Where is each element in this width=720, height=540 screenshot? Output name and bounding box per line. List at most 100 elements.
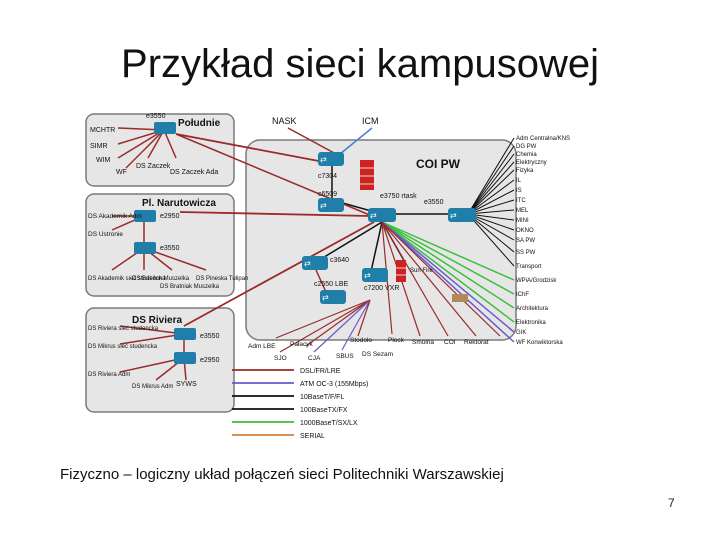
link-nask bbox=[287, 127, 337, 155]
switch-label: e3550 bbox=[160, 245, 180, 252]
node-label: DS Mikrus Adm bbox=[132, 384, 173, 390]
link-core-4 bbox=[315, 221, 383, 263]
right-node-label: OKNO bbox=[516, 228, 534, 234]
device-label: c7304 bbox=[318, 173, 337, 180]
group-box-poludnie bbox=[85, 113, 235, 187]
right-node-label: MEL bbox=[516, 208, 529, 214]
device-label: e3750 rtask bbox=[380, 193, 417, 200]
switch-label: e2950 bbox=[160, 213, 180, 220]
node-label: DS Riviera sieć studencka bbox=[88, 326, 159, 332]
switch-label: e2950 bbox=[200, 357, 220, 364]
right-node-label: IL bbox=[516, 178, 522, 184]
right-node-label: IChF bbox=[516, 292, 529, 298]
group-box-core bbox=[245, 139, 517, 341]
device-label: c2550 LBE bbox=[314, 281, 349, 288]
switch-poludnie bbox=[154, 122, 176, 134]
link-p6 bbox=[163, 129, 177, 159]
group-title-riviera: DS Riviera bbox=[132, 315, 182, 326]
group-title-core: COI PW bbox=[416, 157, 461, 171]
bottom-node-label: DS Sezam bbox=[362, 351, 393, 358]
group-title-narutowicza: Pl. Narutowicza bbox=[142, 198, 216, 209]
group-title-poludnie: Południe bbox=[178, 118, 221, 129]
link-p4 bbox=[125, 129, 165, 169]
node-label: DS Babilon Muszelka bbox=[132, 276, 190, 282]
legend-label: 100BaseTX/FX bbox=[300, 407, 348, 414]
svg-text:⇄: ⇄ bbox=[370, 211, 377, 220]
switch-c2550: ⇄ bbox=[320, 290, 346, 304]
right-node-label: Adm Centralna/KNS bbox=[516, 136, 570, 142]
node-label: DS Bratniak Muszelka bbox=[160, 284, 220, 290]
right-node-label: SA PW bbox=[516, 238, 535, 244]
legend-label: ATM OC-3 (155Mbps) bbox=[300, 381, 368, 388]
svg-text:⇄: ⇄ bbox=[322, 293, 329, 302]
link-riviera-core bbox=[183, 221, 375, 327]
link-narutowicza-core bbox=[179, 211, 371, 217]
group-box-narutowicza bbox=[85, 193, 235, 297]
firewall-icon bbox=[360, 160, 374, 190]
server-label: Sun Fire bbox=[410, 268, 433, 274]
svg-text:⇄: ⇄ bbox=[320, 201, 327, 210]
upstream-icm: ICM bbox=[362, 116, 379, 126]
slide-title: Przykład sieci kampusowej bbox=[121, 42, 599, 86]
node-label: SIMR bbox=[90, 143, 108, 150]
network-diagram: Południe Pl. Narutowicza DS Riviera COI … bbox=[85, 113, 570, 440]
right-node-label: SS PW bbox=[516, 250, 536, 256]
bottom-node-label: Rektorat bbox=[464, 339, 489, 346]
svg-text:⇄: ⇄ bbox=[364, 271, 371, 280]
bottom-node-label: Adm LBE bbox=[248, 343, 276, 350]
switch-c6509: ⇄ bbox=[318, 198, 344, 212]
switch-label: e3550 bbox=[146, 113, 166, 120]
right-node-label: DG PW bbox=[516, 144, 537, 150]
bottom-node-label: SBUS bbox=[336, 353, 354, 360]
node-label: MCHTR bbox=[90, 127, 115, 134]
link-r2 bbox=[119, 325, 185, 335]
bottom-node-label: COI bbox=[444, 339, 456, 346]
node-label: DS Zaczek bbox=[136, 163, 171, 170]
switch-c7304: ⇄ bbox=[318, 152, 344, 166]
switch-riviera-1 bbox=[174, 328, 196, 340]
link-core-6 bbox=[315, 269, 327, 293]
right-node-label: GIK bbox=[516, 330, 526, 336]
link-poludnie-core bbox=[175, 133, 325, 163]
right-node-label: Elektryczny bbox=[516, 160, 547, 166]
svg-text:⇄: ⇄ bbox=[304, 259, 311, 268]
right-fanout-links bbox=[381, 137, 515, 343]
legend-label: 1000BaseT/SX/LX bbox=[300, 420, 358, 427]
node-label: WF bbox=[116, 169, 127, 176]
link-p3 bbox=[117, 129, 165, 159]
legend-label: DSL/FR/LRE bbox=[300, 368, 341, 375]
switch-riviera-2 bbox=[174, 352, 196, 364]
bottom-node-label: Smolna bbox=[412, 339, 434, 346]
link-icm bbox=[339, 127, 373, 155]
right-node-label: Transport bbox=[516, 264, 542, 270]
bottom-node-label: Stodoło bbox=[350, 337, 372, 344]
node-label: DS Akademik sieć studencka bbox=[88, 276, 166, 282]
node-label: SYWS bbox=[176, 381, 197, 388]
svg-text:⇄: ⇄ bbox=[450, 211, 457, 220]
right-node-label: ITC bbox=[516, 198, 526, 204]
right-node-label: Elektronika bbox=[516, 320, 546, 326]
node-label: DS Riviera Adm bbox=[88, 372, 130, 378]
device-label: c6509 bbox=[318, 191, 337, 198]
node-label: DS Ustronie bbox=[88, 231, 123, 238]
device-label: c3640 bbox=[330, 257, 349, 264]
svg-text:⇄: ⇄ bbox=[320, 155, 327, 164]
device-label: e3550 bbox=[424, 199, 444, 206]
link-p5 bbox=[147, 129, 165, 159]
node-label: DS Mikrus sieć studencka bbox=[88, 344, 158, 350]
node-label: DS Zaczek Ada bbox=[170, 169, 218, 176]
switch-narutowicza-1 bbox=[134, 210, 156, 222]
bottom-node-label: Płock bbox=[388, 337, 405, 344]
server-icon bbox=[452, 294, 468, 302]
bottom-node-label: Pałacyk bbox=[290, 341, 314, 348]
link-r3 bbox=[119, 333, 185, 345]
switch-narutowicza-2 bbox=[134, 242, 156, 254]
node-label: DS Pineska Tulipan bbox=[196, 276, 248, 282]
right-node-label: WF Konwiktorska bbox=[516, 340, 563, 346]
device-label: c7200 VXR bbox=[364, 285, 399, 292]
bottom-fanout-links bbox=[275, 221, 501, 353]
legend-label: SERIAL bbox=[300, 433, 325, 440]
right-node-label: Architektura bbox=[516, 306, 549, 312]
